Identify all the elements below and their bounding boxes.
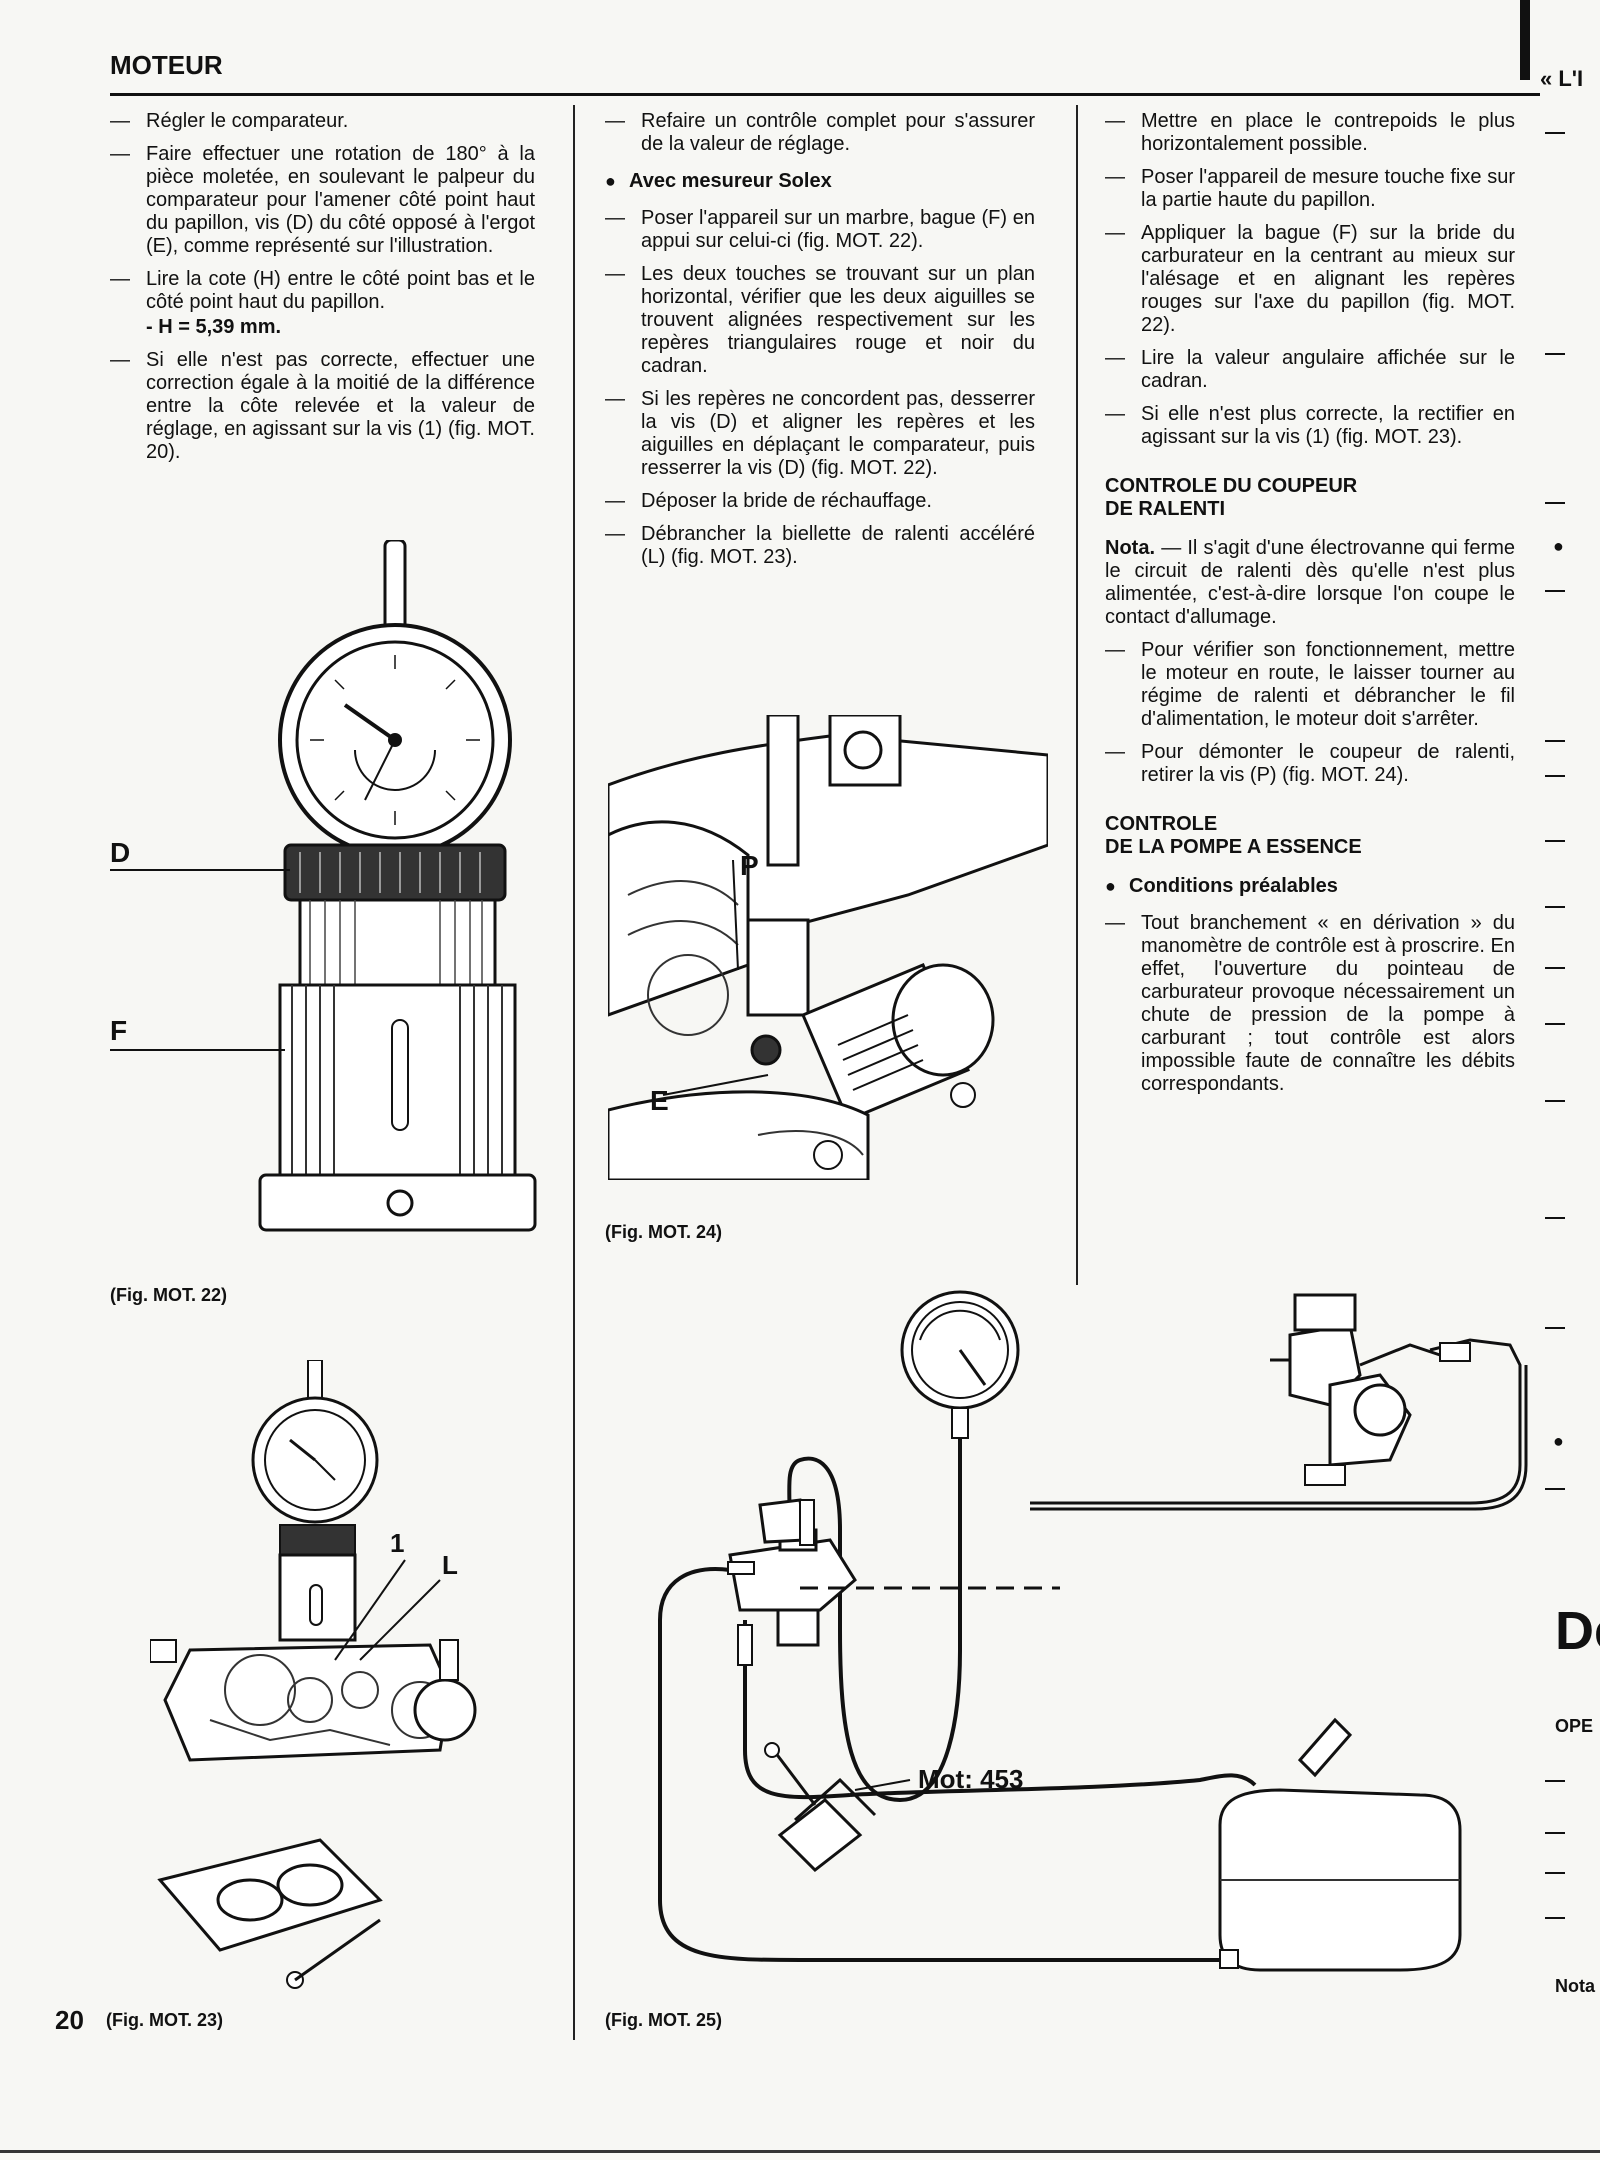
fig-24-caption: (Fig. MOT. 24) bbox=[605, 1222, 722, 1242]
column-2: Refaire un contrôle complet pour s'assur… bbox=[605, 110, 1035, 579]
list-item: Mettre en place le contrepoids le plus h… bbox=[1105, 110, 1515, 156]
list-item: Pour démonter le coupeur de ralenti, ret… bbox=[1105, 741, 1515, 787]
subhead-solex: Avec mesureur Solex bbox=[605, 170, 1035, 193]
list-item: Les deux touches se trouvant sur un plan… bbox=[605, 263, 1035, 378]
section-title: MOTEUR bbox=[110, 50, 223, 80]
list-item: Si elle n'est plus correcte, la rectifie… bbox=[1105, 403, 1515, 449]
carburetor-illustration bbox=[1030, 1293, 1528, 1511]
column-1: Régler le comparateur. Faire effectuer u… bbox=[110, 110, 535, 474]
column-divider-1 bbox=[573, 105, 575, 2040]
list-item: Refaire un contrôle complet pour s'assur… bbox=[605, 110, 1035, 156]
label-p: P bbox=[740, 850, 759, 881]
list-item: Pour vérifier son fonctionnement, mettre… bbox=[1105, 639, 1515, 731]
list-item: Poser l'appareil sur un marbre, bague (F… bbox=[605, 207, 1035, 253]
label-1: 1 bbox=[390, 1528, 404, 1558]
fig-23-caption: (Fig. MOT. 23) bbox=[106, 2010, 223, 2030]
fig-mot-22-illustration: D F bbox=[110, 540, 537, 1232]
bottom-edge bbox=[0, 2150, 1600, 2153]
header-rule bbox=[110, 93, 1540, 96]
next-page-big-title: Dé bbox=[1555, 1601, 1600, 1661]
column-divider-2 bbox=[1076, 105, 1078, 1285]
list-item: Déposer la bride de réchauffage. bbox=[605, 490, 1035, 513]
section-heading-pompe: CONTROLE DE LA POMPE A ESSENCE bbox=[1105, 813, 1362, 858]
label-e: E bbox=[650, 1085, 669, 1116]
next-page-title-fragment: « L'I bbox=[1540, 66, 1584, 91]
column-3: Mettre en place le contrepoids le plus h… bbox=[1105, 110, 1515, 1106]
page-edge-mark bbox=[1520, 0, 1530, 80]
label-tool: Mot: 453 bbox=[918, 1764, 1023, 1794]
fig-mot-25-illustration: Mot: 453 bbox=[658, 1290, 1462, 1972]
next-page-nota: Nota bbox=[1555, 1976, 1595, 1996]
fig-25-caption: (Fig. MOT. 25) bbox=[605, 2010, 722, 2030]
next-page-ope: OPE bbox=[1555, 1716, 1594, 1736]
fig-22-caption: (Fig. MOT. 22) bbox=[110, 1285, 227, 1305]
section-heading-coupeur: CONTROLE DU COUPEUR DE RALENTI bbox=[1105, 475, 1358, 520]
list-item: Régler le comparateur. bbox=[110, 110, 535, 133]
list-item: Tout branchement « en dérivation » du ma… bbox=[1105, 912, 1515, 1096]
list-item: Poser l'appareil de mesure touche fixe s… bbox=[1105, 166, 1515, 212]
list-item: Si les repères ne concordent pas, desser… bbox=[605, 388, 1035, 480]
list-item: Appliquer la bague (F) sur la bride du c… bbox=[1105, 222, 1515, 337]
list-item: Lire la valeur angulaire affichée sur le… bbox=[1105, 347, 1515, 393]
list-item: Faire effectuer une rotation de 180° à l… bbox=[110, 143, 535, 258]
fig-mot-23-illustration: 1 L bbox=[150, 1360, 477, 1989]
subhead-conditions: Conditions préalables bbox=[1105, 875, 1515, 898]
fig-mot-24-illustration: P E bbox=[608, 715, 1048, 1180]
nota: Nota. — Il s'agit d'une électrovanne qui… bbox=[1105, 537, 1515, 628]
page-number: 20 bbox=[55, 2005, 84, 2035]
list-item: Si elle n'est pas correcte, effectuer un… bbox=[110, 349, 535, 464]
list-item: Débrancher la biellette de ralenti accél… bbox=[605, 523, 1035, 569]
label-d: D bbox=[110, 837, 130, 868]
label-f: F bbox=[110, 1015, 127, 1046]
label-l: L bbox=[442, 1550, 458, 1580]
list-item: Lire la cote (H) entre le côté point bas… bbox=[110, 268, 535, 314]
next-page-edge: ● ● Dé OPE Nota bbox=[1545, 120, 1600, 2080]
h-value: - H = 5,39 mm. bbox=[146, 316, 282, 338]
